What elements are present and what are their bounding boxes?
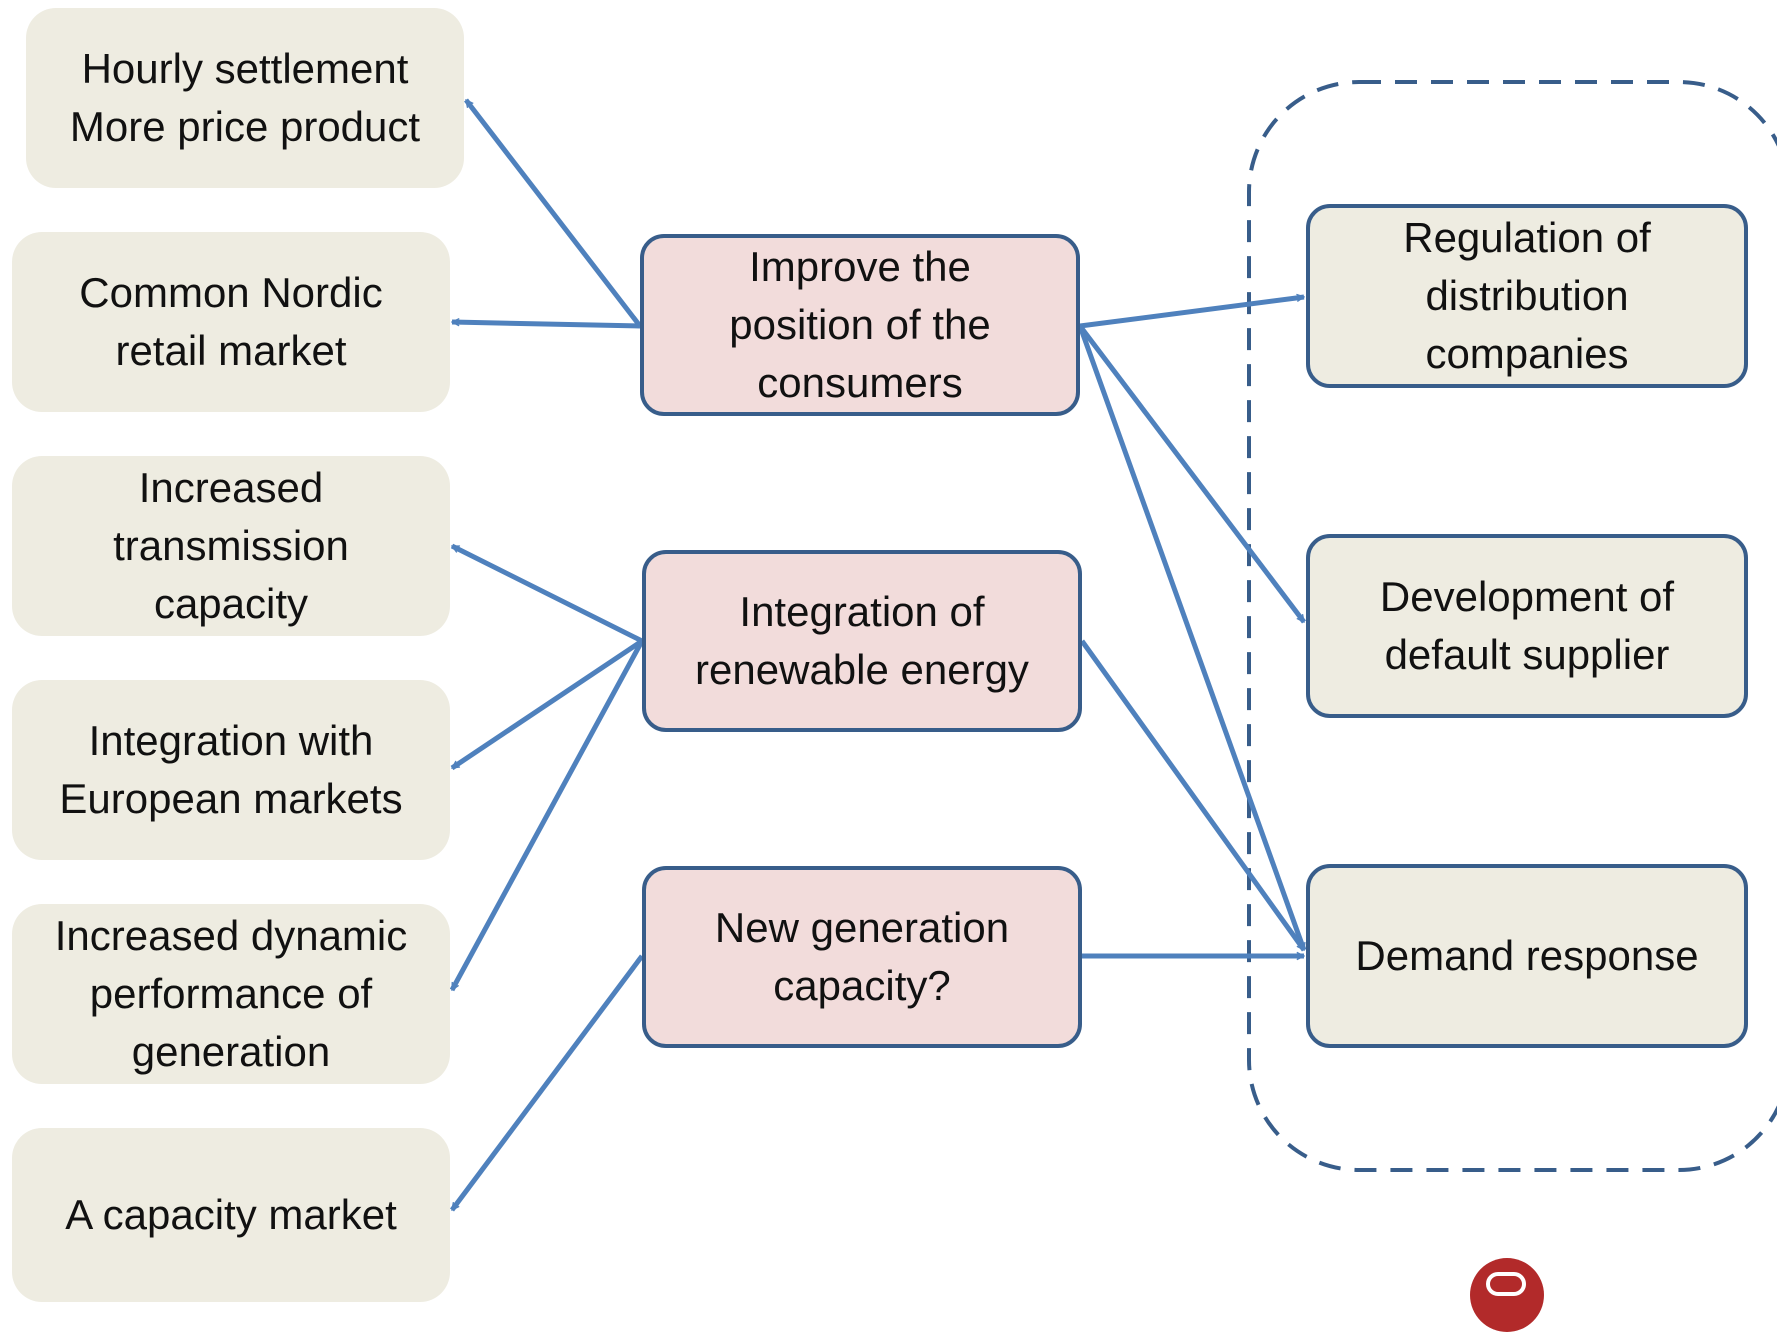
arrow-consumers-to-hourly <box>464 98 642 328</box>
box-integration-renewable-energy: Integration of renewable energy <box>642 550 1082 732</box>
dashed-group-outline <box>1247 80 1777 1172</box>
box-common-nordic-retail-market: Common Nordic retail market <box>12 232 450 412</box>
arrow-consumers-to-regulation <box>1079 297 1304 329</box>
box-development-default-supplier: Development of default supplier <box>1306 534 1748 718</box>
arrow-consumers-to-default_supplier <box>1078 324 1306 624</box>
arrow-renewable-to-demand <box>1079 639 1307 952</box>
logo-mark <box>1486 1272 1526 1296</box>
arrow-renewable-to-european <box>450 638 644 771</box>
connector-layer <box>449 80 1777 1212</box>
box-hourly-settlement: Hourly settlement More price product <box>26 8 464 188</box>
arrow-consumers-to-nordic <box>452 322 641 329</box>
box-new-generation-capacity: New generation capacity? <box>642 866 1082 1048</box>
box-regulation-distribution-companies: Regulation of distribution companies <box>1306 204 1748 388</box>
arrow-consumers-to-demand <box>1077 325 1307 950</box>
arrow-generation-to-capacity_market <box>449 954 645 1212</box>
arrow-renewable-to-dynamic <box>449 639 645 990</box>
box-increased-transmission-capacity: Increased transmission capacity <box>12 456 450 636</box>
box-integration-european-markets: Integration with European markets <box>12 680 450 860</box>
box-capacity-market: A capacity market <box>12 1128 450 1302</box>
box-demand-response: Demand response <box>1306 864 1748 1048</box>
box-improve-consumer-position: Improve the position of the consumers <box>640 234 1080 416</box>
box-increased-dynamic-performance: Increased dynamic performance of generat… <box>12 904 450 1084</box>
arrow-renewable-to-transmission <box>452 543 644 644</box>
